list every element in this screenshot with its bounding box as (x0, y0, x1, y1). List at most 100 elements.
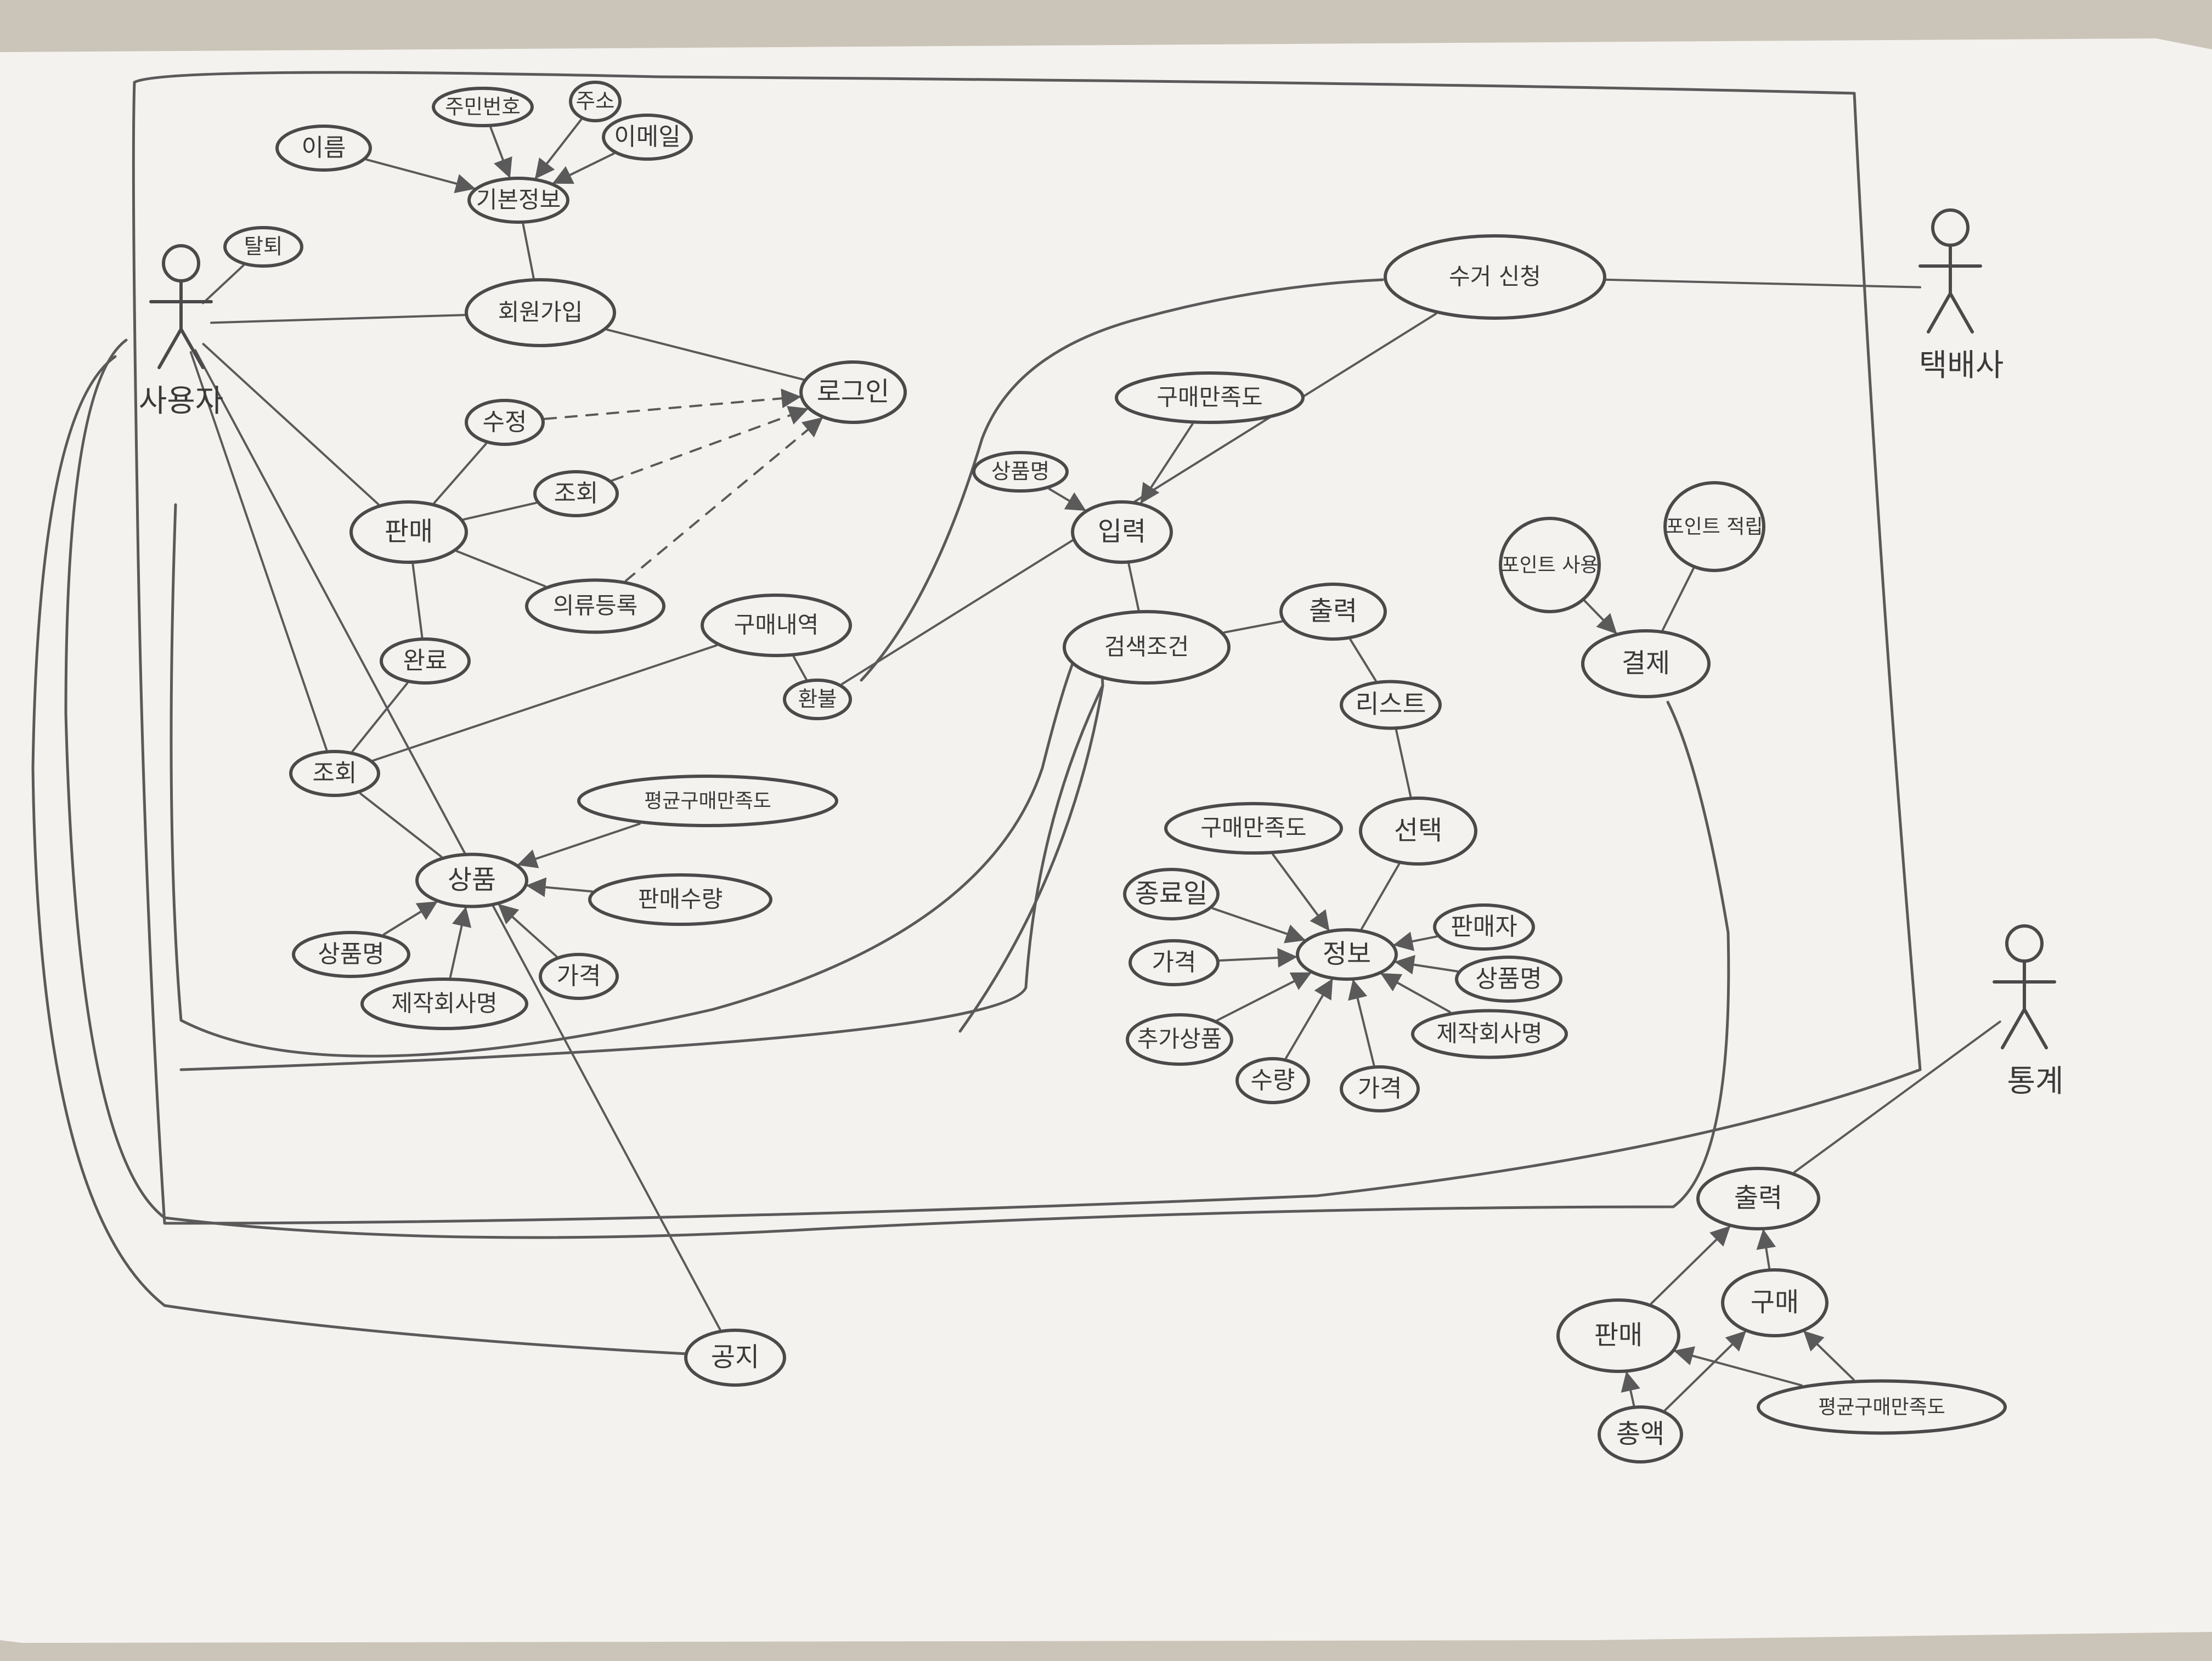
usecase-ellipse (1433, 903, 1535, 951)
usecase-label: 회원가입 (498, 299, 583, 326)
usecase-label: 상품명 (1475, 965, 1542, 993)
edge-sat2-info (1272, 853, 1330, 931)
usecase-sat2: 구매만족도 (1164, 802, 1343, 855)
usecase-sell2: 판매 (1556, 1298, 1680, 1373)
usecase-ellipse (588, 873, 772, 926)
usecase-label: 구매 (1751, 1287, 1799, 1318)
edge-user-sell (202, 343, 380, 506)
actor-body-icon (149, 279, 213, 369)
usecase-label: 가격 (557, 962, 601, 990)
edge-sell-view1 (462, 501, 537, 521)
usecase-seller: 판매자 (1433, 903, 1535, 951)
usecase-avgsat2: 평균구매만족도 (1757, 1379, 2007, 1435)
flow-loop-pickup (860, 278, 1384, 682)
usecase-sell: 판매 (349, 500, 468, 564)
edge-rrn-basic (489, 126, 512, 179)
usecase-label: 공지 (711, 1342, 759, 1372)
usecase-ellipse (1411, 1009, 1568, 1059)
usecase-label: 수정 (483, 408, 527, 436)
usecase-ellipse (525, 578, 665, 634)
usecase-label: 완료 (403, 647, 448, 675)
usecase-ellipse (1598, 1405, 1683, 1464)
usecase-ellipse (380, 637, 471, 685)
boundary-strokes (31, 71, 1922, 1357)
usecase-ellipse (684, 1329, 786, 1387)
usecase-view1: 조회 (533, 470, 619, 517)
usecase-ellipse (1296, 928, 1398, 981)
usecase-ellipse (1384, 234, 1606, 320)
usecase-ellipse (799, 360, 907, 424)
usecase-ellipse (360, 978, 528, 1030)
usecase-info: 정보 (1296, 928, 1398, 981)
edge-sat-input (1140, 423, 1194, 504)
usecase-avgsat: 평균구매만족도 (577, 775, 838, 827)
edge-price2-info (1218, 948, 1297, 968)
usecase-ellipse (1499, 517, 1601, 613)
usecase-label: 리스트 (1355, 690, 1426, 720)
edge-output-list (1349, 639, 1377, 682)
usecase-ellipse (1126, 1013, 1233, 1066)
usecase-label: 탈퇴 (244, 235, 283, 259)
edge-name-basic (365, 158, 476, 194)
usecase-edit: 수정 (465, 399, 545, 446)
edge-price1-product (498, 903, 558, 958)
edge-date-info (1211, 907, 1306, 944)
edge-total-sell2 (1621, 1371, 1640, 1406)
usecase-view2: 조회 (289, 750, 380, 797)
usecase-refund: 환불 (783, 679, 852, 720)
usecase-label: 검색조건 (1104, 634, 1189, 660)
edge-sell-done (411, 563, 424, 639)
usecase-ellipse (783, 679, 852, 720)
usecase-addr: 주소 (569, 81, 622, 122)
edge-seller-info (1393, 931, 1438, 951)
usecase-withdraw: 탈퇴 (223, 226, 303, 268)
usecase-name: 이름 (275, 125, 372, 172)
usecase-ellipse (1581, 629, 1711, 698)
usecase-label: 상품명 (318, 940, 384, 968)
usecase-ellipse (1721, 1268, 1829, 1337)
usecase-ellipse (701, 594, 852, 657)
usecase-ellipse (577, 775, 838, 827)
usecase-label: 포인트 적립 (1666, 516, 1763, 538)
actor-user: 사용자 (139, 244, 224, 419)
usecase-rec: 추가상품 (1126, 1013, 1233, 1066)
edge-user-withdraw (202, 264, 245, 304)
edge-pname1-product (382, 901, 438, 936)
edge-user-notice (194, 349, 721, 1331)
usecase-label: 이름 (302, 134, 346, 162)
usecase-register: 의류등록 (525, 578, 665, 634)
usecase-rrn: 주민번호 (432, 87, 534, 127)
usecase-pname1: 상품명 (292, 931, 410, 978)
usecase-label: 주민번호 (445, 95, 521, 119)
usecase-label: 이메일 (614, 123, 680, 151)
actor-label: 사용자 (139, 383, 224, 419)
usecase-label: 로그인 (817, 376, 889, 407)
edge-stats-out2 (1793, 1020, 2001, 1173)
usecase-ellipse (972, 451, 1069, 493)
edges-layer (189, 118, 2001, 1411)
usecase-label: 상품 (448, 865, 496, 895)
edge-pname2-input (1048, 488, 1086, 511)
edge-done-view2 (351, 682, 409, 753)
edge-avgsat2-buy2 (1803, 1330, 1855, 1381)
usecase-email: 이메일 (602, 114, 693, 161)
usecase-ellipse (1235, 1057, 1310, 1104)
usecase-label: 평균구매만족도 (644, 790, 771, 812)
usecase-label: 의류등록 (553, 592, 638, 619)
actor-label: 통계 (2007, 1064, 2063, 1099)
usecase-label: 출력 (1309, 596, 1357, 626)
usecase-label: 수거 신청 (1449, 263, 1541, 290)
edge-ptsave-pay (1661, 567, 1695, 631)
usecase-label: 판매자 (1451, 913, 1517, 941)
usecase-label: 수량 (1251, 1066, 1295, 1094)
usecase-label: 판매 (385, 516, 433, 547)
usecase-total: 총액 (1598, 1405, 1683, 1464)
actor-head-icon (2005, 924, 2044, 963)
usecase-out2: 출력 (1696, 1167, 1820, 1230)
usecase-pname2: 상품명 (972, 451, 1069, 493)
usecase-label: 선택 (1394, 815, 1442, 846)
usecase-ellipse (223, 226, 303, 268)
